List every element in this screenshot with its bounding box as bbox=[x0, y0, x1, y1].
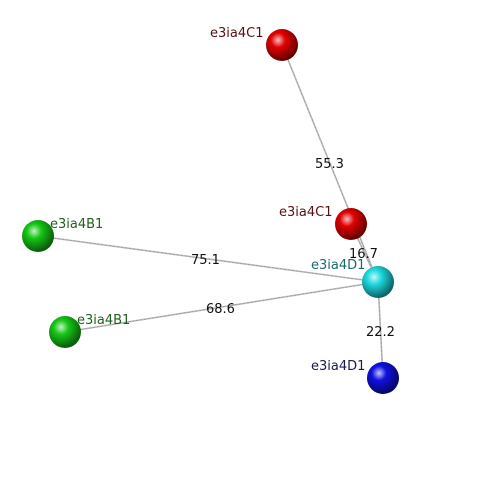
bond-edge-texture bbox=[377, 281, 384, 379]
bond-edge-texture bbox=[281, 44, 379, 283]
atom-label: e3ia4D1 bbox=[311, 359, 365, 374]
bond-edge-texture bbox=[37, 235, 379, 283]
edge-distance-label: 68.6 bbox=[206, 302, 235, 317]
atom-node[interactable] bbox=[367, 362, 399, 394]
edge-distance-label: 16.7 bbox=[349, 247, 378, 262]
nodes-layer bbox=[22, 29, 399, 394]
bond-edge-texture bbox=[64, 281, 379, 333]
atom-label: e3ia4C1 bbox=[210, 26, 263, 41]
atom-node[interactable] bbox=[22, 220, 54, 252]
atom-label: e3ia4B1 bbox=[77, 313, 130, 328]
atom-node[interactable] bbox=[362, 266, 394, 298]
labels-layer: 55.3 16.7 75.1 68.6 22.2 e3ia4C1 e3ia4C1 e3ia4B… bbox=[50, 26, 395, 374]
edge-distance-label: 55.3 bbox=[315, 157, 344, 172]
atom-node[interactable] bbox=[49, 316, 81, 348]
atom-label: e3ia4B1 bbox=[50, 217, 103, 232]
edge-distance-label: 75.1 bbox=[191, 253, 220, 268]
atom-node[interactable] bbox=[266, 29, 298, 61]
atom-label: e3ia4C1 bbox=[279, 205, 332, 220]
edge-distance-label: 22.2 bbox=[366, 325, 395, 340]
atom-node[interactable] bbox=[335, 208, 367, 240]
atom-label: e3ia4D1 bbox=[311, 258, 365, 273]
